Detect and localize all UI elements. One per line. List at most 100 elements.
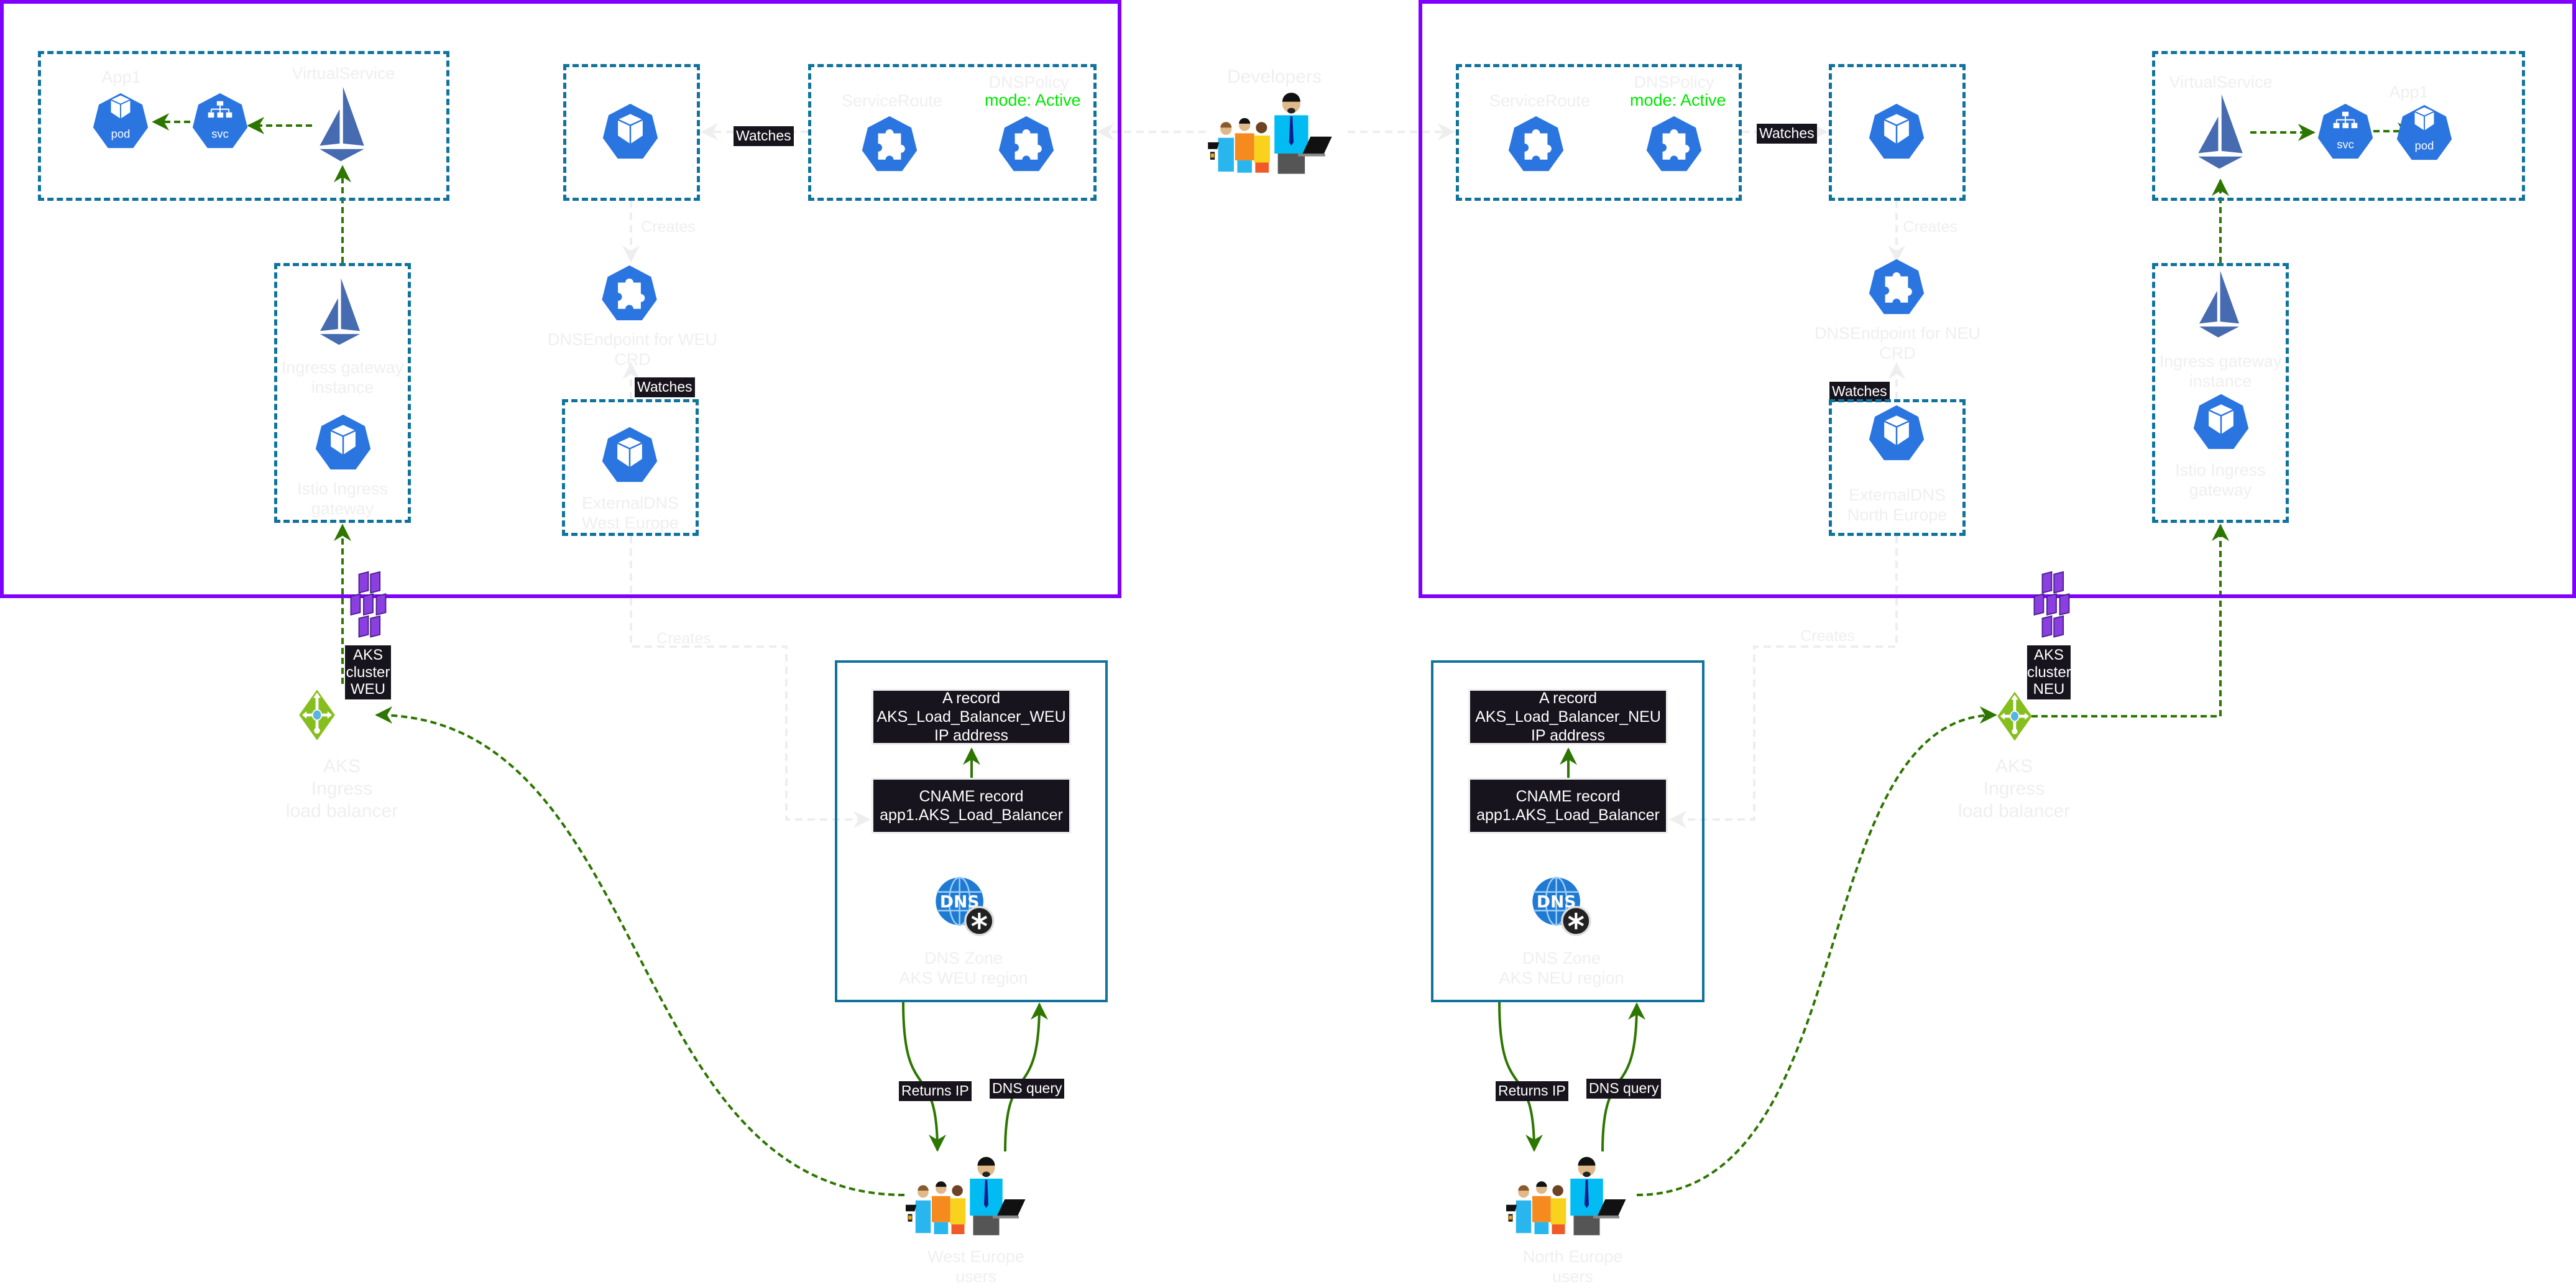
load-balancer-label-neu: AKS Ingress load balancer — [1952, 755, 2076, 823]
aks-cluster-line2: NEU — [2033, 681, 2065, 698]
edge-users-to-lb-weu — [375, 706, 905, 1196]
creates-label-bottom-neu: Creates — [1800, 627, 1855, 645]
virtual-service-label-neu: VirtualService — [2169, 73, 2273, 91]
cname-record-neu[interactable]: CNAME record app1.AKS_Load_Balancer — [1468, 778, 1668, 834]
edge-extdns-creates-cname-neu — [1669, 536, 1898, 828]
app-group-neu — [2152, 51, 2525, 201]
watches-label-mid-weu: Watches — [635, 377, 695, 397]
a-record-neu[interactable]: A record AKS_Load_Balancer_NEU IP addres… — [1468, 689, 1668, 745]
app-title-weu: App1 — [101, 68, 141, 86]
ingress-group-weu — [274, 263, 411, 523]
dns-policy-mode-neu: mode: Active — [1630, 91, 1726, 109]
deployment-cube-icon-external-dns-neu[interactable] — [1867, 404, 1926, 461]
puzzle-crd-icon-dns-policy-weu[interactable] — [998, 115, 1055, 172]
dns-zone-line2: AKS NEU region — [1499, 969, 1624, 988]
iig-line2: gateway — [2189, 481, 2252, 500]
external-dns-line2: North Europe — [1847, 505, 1948, 525]
puzzle-crd-icon-dns-endpoint-neu[interactable] — [1868, 258, 1925, 315]
dns-endpoint-line2: CRD — [614, 350, 651, 369]
cname-record-weu[interactable]: CNAME record app1.AKS_Load_Balancer — [872, 778, 1071, 834]
pod-icon-neu[interactable]: pod — [2394, 104, 2454, 161]
aks-cluster-line2: WEU — [351, 681, 385, 698]
deployment-cube-icon-neu[interactable] — [1868, 103, 1925, 160]
istio-sail-icon-ingress-weu[interactable] — [315, 275, 365, 349]
dns-policy-mode-weu: mode: Active — [985, 91, 1081, 109]
puzzle-crd-icon-dns-policy-neu[interactable] — [1645, 115, 1703, 172]
users-line2: users — [1552, 1267, 1594, 1286]
external-dns-line1: ExternalDNS — [1848, 486, 1946, 504]
pod-icon-weu[interactable]: pod — [91, 92, 150, 149]
puzzle-crd-icon-service-route-weu[interactable] — [861, 115, 918, 172]
lb-line1: AKS — [1995, 756, 2033, 777]
external-dns-line2: West Europe — [582, 514, 679, 533]
dns-endpoint-label-weu: DNSEndpoint for WEU CRD — [547, 330, 718, 370]
load-balancer-icon-weu[interactable] — [298, 684, 336, 746]
developers-icon — [1207, 87, 1344, 177]
aks-cluster-weu-boundary — [0, 0, 1121, 598]
dns-zone-icon-neu — [1530, 875, 1593, 938]
ingress-group-neu — [2152, 263, 2289, 523]
istio-sail-icon-ingress-neu[interactable] — [2194, 267, 2244, 342]
iig-line1: Istio Ingress — [297, 479, 388, 498]
cname-line1: CNAME record — [1516, 788, 1621, 805]
dns-zone-icon-weu — [934, 875, 996, 938]
dns-zone-label-weu: DNS Zone AKS WEU region — [870, 948, 1057, 989]
service-icon-neu[interactable]: svc — [2316, 103, 2375, 160]
policy-group-neu — [1456, 64, 1742, 201]
service-icon-weu[interactable]: svc — [190, 92, 250, 149]
deployment-cube-icon-external-dns-weu[interactable] — [600, 426, 659, 483]
dns-query-label-weu: DNS query — [990, 1079, 1065, 1099]
edge-users-to-lb-neu — [1636, 706, 1997, 1196]
lb-line2: Ingress — [1983, 778, 2045, 799]
istio-sail-icon-weu-vs[interactable] — [314, 86, 370, 164]
users-line1: North Europe — [1522, 1247, 1623, 1266]
watches-label-top-neu: Watches — [1757, 124, 1817, 144]
returns-ip-label-neu: Returns IP — [1496, 1081, 1568, 1101]
load-balancer-icon-neu[interactable] — [1997, 685, 2033, 747]
ingress-gateway-instance-label-weu: Ingress gateway instance — [274, 358, 411, 398]
aks-cluster-label-neu: AKS cluster NEU — [2027, 645, 2071, 699]
igi-line1: Ingress gateway — [281, 358, 404, 377]
deployment-cube-icon-istio-ingress-weu[interactable] — [315, 413, 372, 471]
a-record-line3: IP address — [1530, 727, 1606, 744]
users-icon-neu — [1503, 1151, 1640, 1239]
edge-dns-query-neu — [1601, 1002, 1645, 1152]
a-record-line2: AKS_Load_Balancer_NEU — [1475, 708, 1661, 726]
policy-group-weu — [808, 64, 1097, 201]
lb-line3: load balancer — [285, 801, 398, 821]
dns-policy-label-neu: DNSPolicy — [1634, 73, 1714, 91]
aks-cluster-neu-boundary — [1419, 0, 2576, 598]
puzzle-crd-icon-dns-endpoint-weu[interactable] — [600, 264, 659, 321]
virtual-service-label-weu: VirtualService — [292, 64, 395, 83]
creates-label-top-weu: Creates — [641, 218, 696, 236]
dns-endpoint-label-neu: DNSEndpoint for NEU CRD — [1812, 323, 1983, 364]
svc-label: svc — [211, 127, 229, 141]
users-label-weu: West Europe users — [908, 1247, 1044, 1287]
a-record-line3: IP address — [934, 727, 1009, 744]
a-record-line1: A record — [1539, 690, 1598, 707]
developers-label: Developers — [1227, 67, 1322, 87]
a-record-line2: AKS_Load_Balancer_WEU — [876, 708, 1066, 726]
load-balancer-label-weu: AKS Ingress load balancer — [280, 755, 404, 823]
istio-ingress-gateway-label-weu: Istio Ingress gateway — [274, 479, 411, 519]
cname-line2: app1.AKS_Load_Balancer — [880, 806, 1063, 824]
lb-line1: AKS — [323, 756, 361, 777]
dns-zone-line1: DNS Zone — [1522, 949, 1601, 967]
deployment-cube-icon-istio-ingress-neu[interactable] — [2192, 393, 2250, 450]
a-record-weu[interactable]: A record AKS_Load_Balancer_WEU IP addres… — [872, 689, 1071, 745]
puzzle-crd-icon-service-route-neu[interactable] — [1507, 115, 1565, 172]
service-route-label-neu: ServiceRoute — [1489, 91, 1591, 110]
iig-line2: gateway — [311, 499, 374, 519]
deployment-cube-icon-weu[interactable] — [602, 103, 659, 160]
creates-label-bottom-weu: Creates — [656, 630, 711, 647]
external-dns-group-neu — [1829, 399, 1966, 536]
aks-cluster-icon-weu — [343, 571, 419, 640]
service-route-label-weu: ServiceRoute — [841, 91, 943, 110]
igi-line2: instance — [311, 378, 374, 397]
aks-cluster-icon-neu — [2026, 571, 2102, 640]
pod-label: pod — [111, 127, 131, 141]
istio-sail-icon-neu-vs[interactable] — [2192, 93, 2248, 171]
watches-label-top-weu: Watches — [734, 126, 794, 146]
pod-label: pod — [2415, 139, 2434, 152]
users-line2: users — [955, 1267, 997, 1286]
